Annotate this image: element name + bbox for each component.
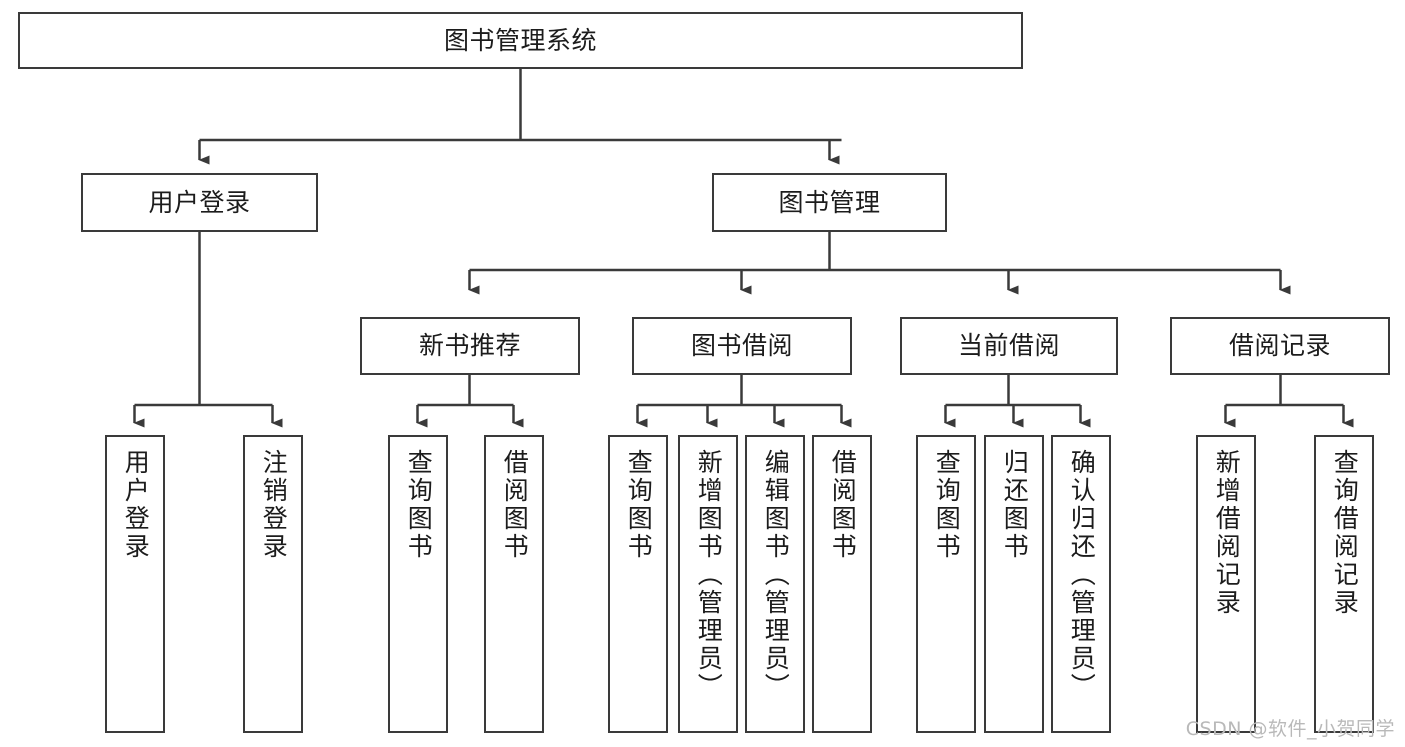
node-label: 图书借阅: [690, 331, 793, 361]
node-label: 注销登录: [259, 449, 289, 561]
node-label: 借阅记录: [1228, 331, 1331, 361]
node-leaf-query-book-borrow[interactable]: 查询图书: [608, 435, 668, 733]
node-label: 当前借阅: [957, 331, 1060, 361]
node-root-system[interactable]: 图书管理系统: [18, 12, 1023, 69]
node-label: 图书管理: [778, 187, 881, 217]
node-label: 查询图书: [404, 449, 434, 561]
node-label: 借阅图书: [828, 449, 858, 561]
node-leaf-edit-book-admin[interactable]: 编辑图书（管理员）: [745, 435, 805, 733]
node-user-login[interactable]: 用户登录: [81, 173, 318, 232]
node-label: 用户登录: [148, 187, 251, 217]
node-label: 编辑图书（管理员）: [761, 449, 791, 701]
node-label: 用户登录: [121, 449, 151, 561]
node-leaf-query-book-recommend[interactable]: 查询图书: [388, 435, 448, 733]
node-label: 归还图书: [1000, 449, 1030, 561]
node-current-borrow[interactable]: 当前借阅: [900, 317, 1118, 375]
node-label: 新增图书（管理员）: [694, 449, 724, 701]
node-leaf-return-book[interactable]: 归还图书: [984, 435, 1044, 733]
node-label: 新书推荐: [418, 331, 521, 361]
node-leaf-user-login[interactable]: 用户登录: [105, 435, 165, 733]
node-leaf-logout[interactable]: 注销登录: [243, 435, 303, 733]
node-leaf-add-borrow-record[interactable]: 新增借阅记录: [1196, 435, 1256, 733]
node-label: 新增借阅记录: [1212, 449, 1242, 617]
node-label: 查询图书: [932, 449, 962, 561]
node-leaf-borrow-book-recommend[interactable]: 借阅图书: [484, 435, 544, 733]
node-leaf-add-book-admin[interactable]: 新增图书（管理员）: [678, 435, 738, 733]
node-label: 图书管理系统: [443, 25, 597, 55]
node-leaf-confirm-return-admin[interactable]: 确认归还（管理员）: [1051, 435, 1111, 733]
node-book-borrow[interactable]: 图书借阅: [632, 317, 852, 375]
node-leaf-query-book-current[interactable]: 查询图书: [916, 435, 976, 733]
node-label: 确认归还（管理员）: [1067, 449, 1097, 701]
node-label: 查询借阅记录: [1330, 449, 1360, 617]
node-book-management[interactable]: 图书管理: [712, 173, 947, 232]
node-leaf-borrow-book[interactable]: 借阅图书: [812, 435, 872, 733]
csdn-watermark: CSDN @软件_小贺同学: [1185, 718, 1395, 740]
node-leaf-query-borrow-record[interactable]: 查询借阅记录: [1314, 435, 1374, 733]
node-label: 借阅图书: [500, 449, 530, 561]
node-label: 查询图书: [624, 449, 654, 561]
node-borrow-record[interactable]: 借阅记录: [1170, 317, 1390, 375]
node-new-book-recommend[interactable]: 新书推荐: [360, 317, 580, 375]
